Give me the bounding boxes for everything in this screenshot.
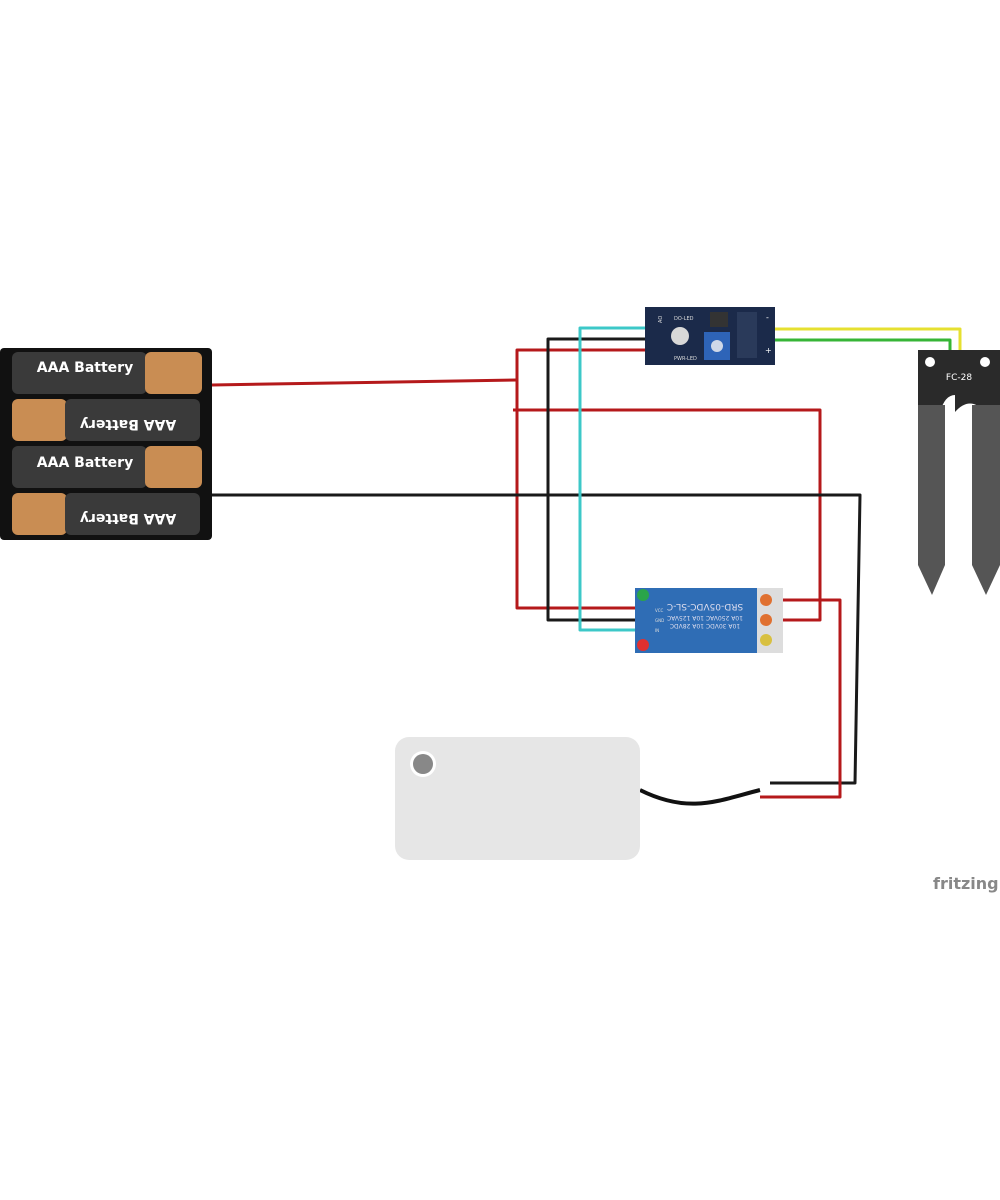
terminal-com[interactable] [760,614,772,626]
fc28-probe: FC-28 [918,350,1000,595]
wire-red-vcc-bus[interactable] [515,348,655,610]
relay-rating-ac: 10A 250VAC 10A 125VAC [667,614,743,621]
soil-sensor-module: AO DO-LED PWR-LED - + [645,307,775,365]
battery-cell-3: AAA Battery [12,446,202,488]
relay-pin-vcc: VCC [655,608,664,613]
relay-rating-dc: 10A 30VDC 10A 28VDC [670,622,740,629]
battery-cell-1: AAA Battery [12,352,202,394]
led-label-do: DO-LED [674,316,694,322]
probe-pin-plus: + [765,346,772,355]
battery-label: AAA Battery [80,510,176,526]
battery-cell-2: AAA Battery [12,399,200,441]
relay-model: SRD-05VDC-SL-C [667,601,743,611]
terminal-nc[interactable] [760,634,772,646]
relay-pin-gnd: GND [655,618,664,623]
wire-red-relay-com[interactable] [513,408,822,622]
battery-label: AAA Battery [80,416,176,432]
battery-cell-4: AAA Battery [12,493,200,535]
battery-label: AAA Battery [37,455,133,471]
relay-module: SRD-05VDC-SL-C 10A 250VAC 10A 125VAC 10A… [635,588,783,653]
led-label-pwr: PWR-LED [674,356,697,362]
potentiometer-hole [671,327,689,345]
led-green [637,589,649,601]
wire-cyan-signal[interactable] [578,326,655,632]
probe-pin-minus: - [766,313,769,322]
relay-pin-in: IN [655,628,659,633]
terminal-no[interactable] [760,594,772,606]
battery-label: AAA Battery [37,360,133,376]
wire-battery-positive[interactable] [211,378,518,387]
pump-cable [639,788,761,806]
led-red [637,639,649,651]
fritzing-watermark: fritzing [933,874,999,893]
battery-pack: AAA Battery AAA Battery AAA Battery AAA … [0,348,212,540]
probe-label: FC-28 [946,373,972,383]
wire-red-relay-no[interactable] [760,598,842,799]
wire-battery-negative[interactable] [212,493,862,785]
water-pump [395,737,640,860]
wire-black-gnd[interactable] [546,337,655,622]
pin-label-ao: AO [658,316,664,323]
